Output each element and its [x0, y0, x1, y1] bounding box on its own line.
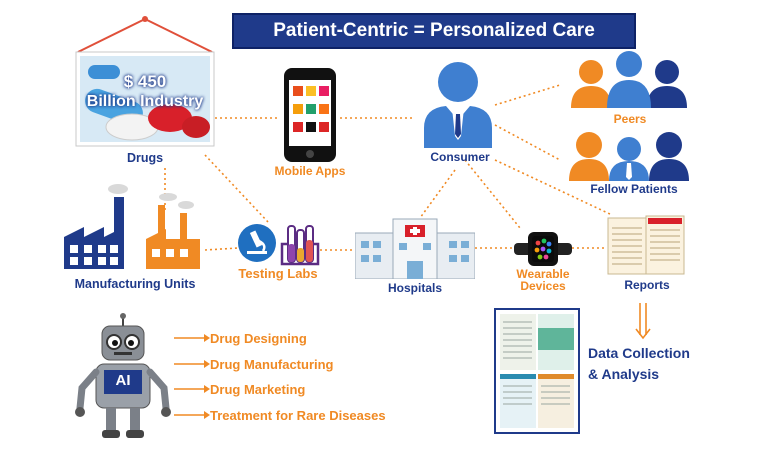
manufacturing-units-label: Manufacturing Units: [74, 277, 196, 291]
ai-item-rare-diseases: Treatment for Rare Diseases: [210, 408, 386, 423]
drugs-label: Drugs: [126, 151, 164, 165]
wearable-label-line1: Wearable: [516, 267, 570, 281]
reports-label: Reports: [624, 278, 670, 292]
group-icon: [571, 51, 687, 108]
factory-icon: [64, 184, 200, 269]
pills-image: [85, 65, 210, 141]
hospital-building-icon: [355, 218, 475, 279]
smartphone-icon: [284, 68, 336, 162]
businessman-icon: [424, 62, 492, 148]
data-collection-label-line2: & Analysis: [588, 366, 660, 382]
ai-item-drug-marketing: Drug Marketing: [210, 382, 306, 397]
page-title: Patient-Centric = Personalized Care: [232, 13, 636, 49]
ai-item-drug-designing: Drug Designing: [210, 331, 307, 346]
drugs-industry: Billion Industry: [86, 93, 204, 110]
report-document-icon: [607, 215, 685, 275]
ai-item-drug-manufacturing: Drug Manufacturing: [210, 357, 334, 372]
testing-labs-label: Testing Labs: [238, 266, 318, 281]
test-tubes-icon: [280, 225, 320, 266]
mobile-apps-label: Mobile Apps: [274, 164, 346, 178]
smartwatch-icon: [514, 232, 572, 266]
ai-arrows: [174, 334, 210, 419]
peers-label: Peers: [613, 112, 647, 126]
group-icon: [569, 132, 689, 181]
consumer-label: Consumer: [430, 150, 490, 164]
drugs-frame: [75, 16, 215, 147]
report-document-icon: [494, 308, 580, 434]
hospitals-label: Hospitals: [387, 281, 442, 295]
data-collection-label-line1: Data Collection: [588, 345, 690, 361]
drugs-price: $ 450: [123, 72, 167, 91]
fellow-patients-label: Fellow Patients: [590, 182, 678, 196]
wearable-label-line2: Devices: [520, 279, 566, 293]
ai-badge: AI: [115, 372, 131, 389]
microscope-icon: [238, 224, 276, 262]
robot-icon: [75, 313, 171, 438]
